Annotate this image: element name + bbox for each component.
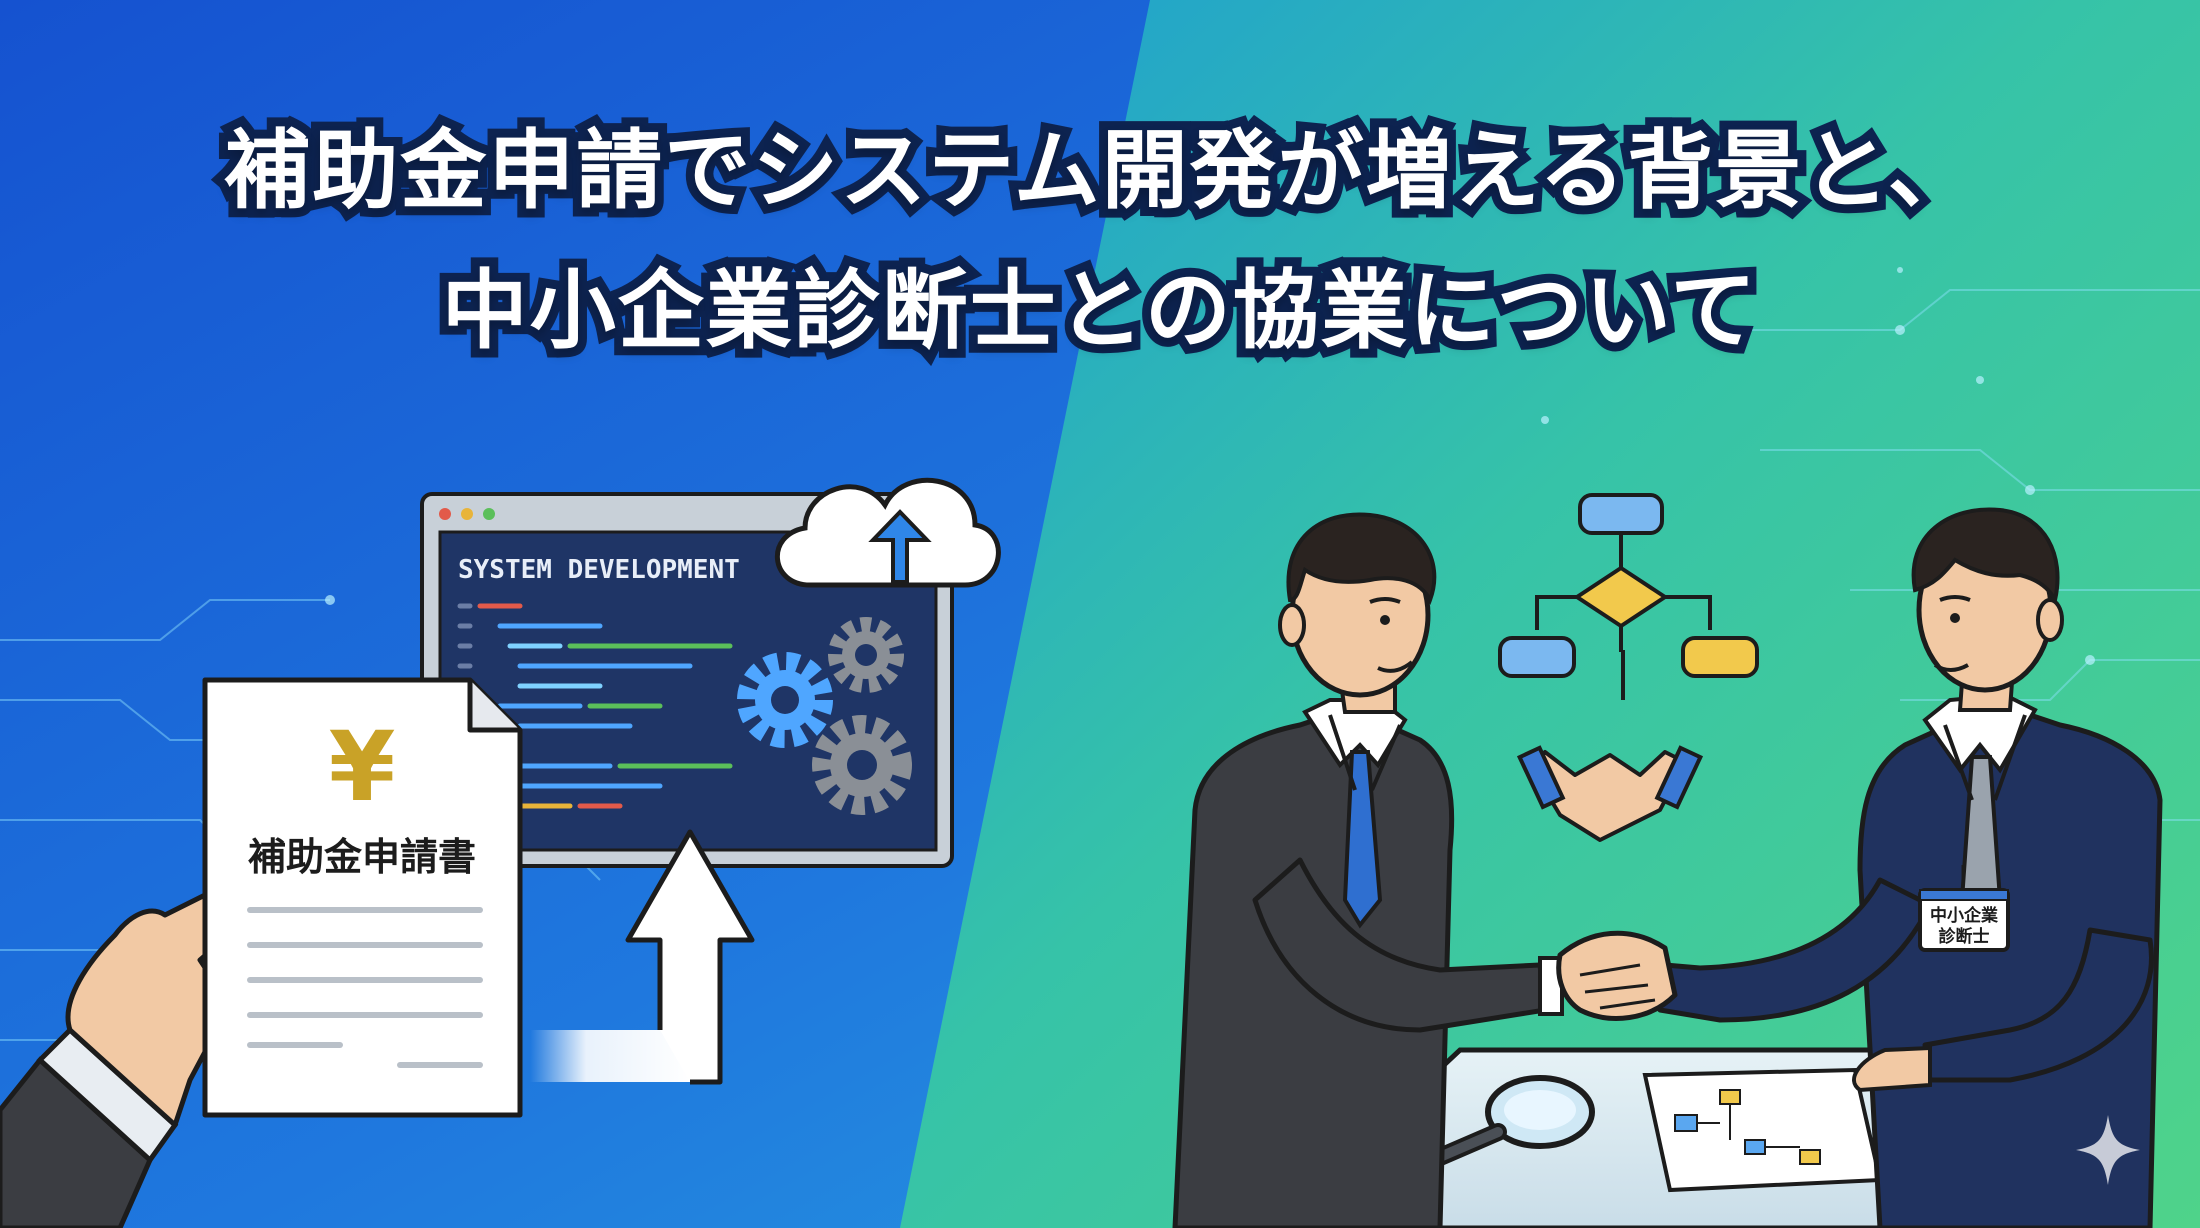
document-title: 補助金申請書: [248, 835, 476, 879]
businessman-left: [1172, 512, 1564, 1228]
badge-line2: 診断士: [1939, 926, 1990, 947]
page-title-line2: 中小企業診断士との協業について: [433, 252, 1766, 370]
flowchart-paper: [1642, 1067, 1883, 1193]
name-badge: 中小企業 診断士: [1918, 865, 2010, 952]
sparkle-icon: [2076, 1115, 2140, 1185]
hand-holding-document: [0, 886, 249, 1228]
flowchart-icon: [1498, 493, 1759, 700]
handshake-icon: [1516, 745, 1704, 842]
yen-icon: ¥: [329, 711, 396, 823]
gear-icon: [812, 715, 912, 815]
page-title-line1: 補助金申請でシステム開発が増える背景と、: [215, 112, 1982, 230]
gear-icon: [828, 617, 904, 693]
businessman-right: 中小企業 診断士: [1657, 507, 2163, 1228]
arrow-to-system: [530, 829, 755, 1085]
document-lines: [247, 907, 483, 1068]
magnifier-icon: [1401, 1075, 1595, 1179]
central-handshake: [1556, 930, 1678, 1021]
subsidy-application-document: ¥ 補助金申請書: [202, 677, 523, 1118]
window-title: SYSTEM DEVELOPMENT: [458, 555, 740, 585]
gear-icon: [737, 652, 833, 748]
badge-line1: 中小企業: [1930, 905, 1998, 926]
cloud-upload-icon: [775, 477, 1001, 588]
